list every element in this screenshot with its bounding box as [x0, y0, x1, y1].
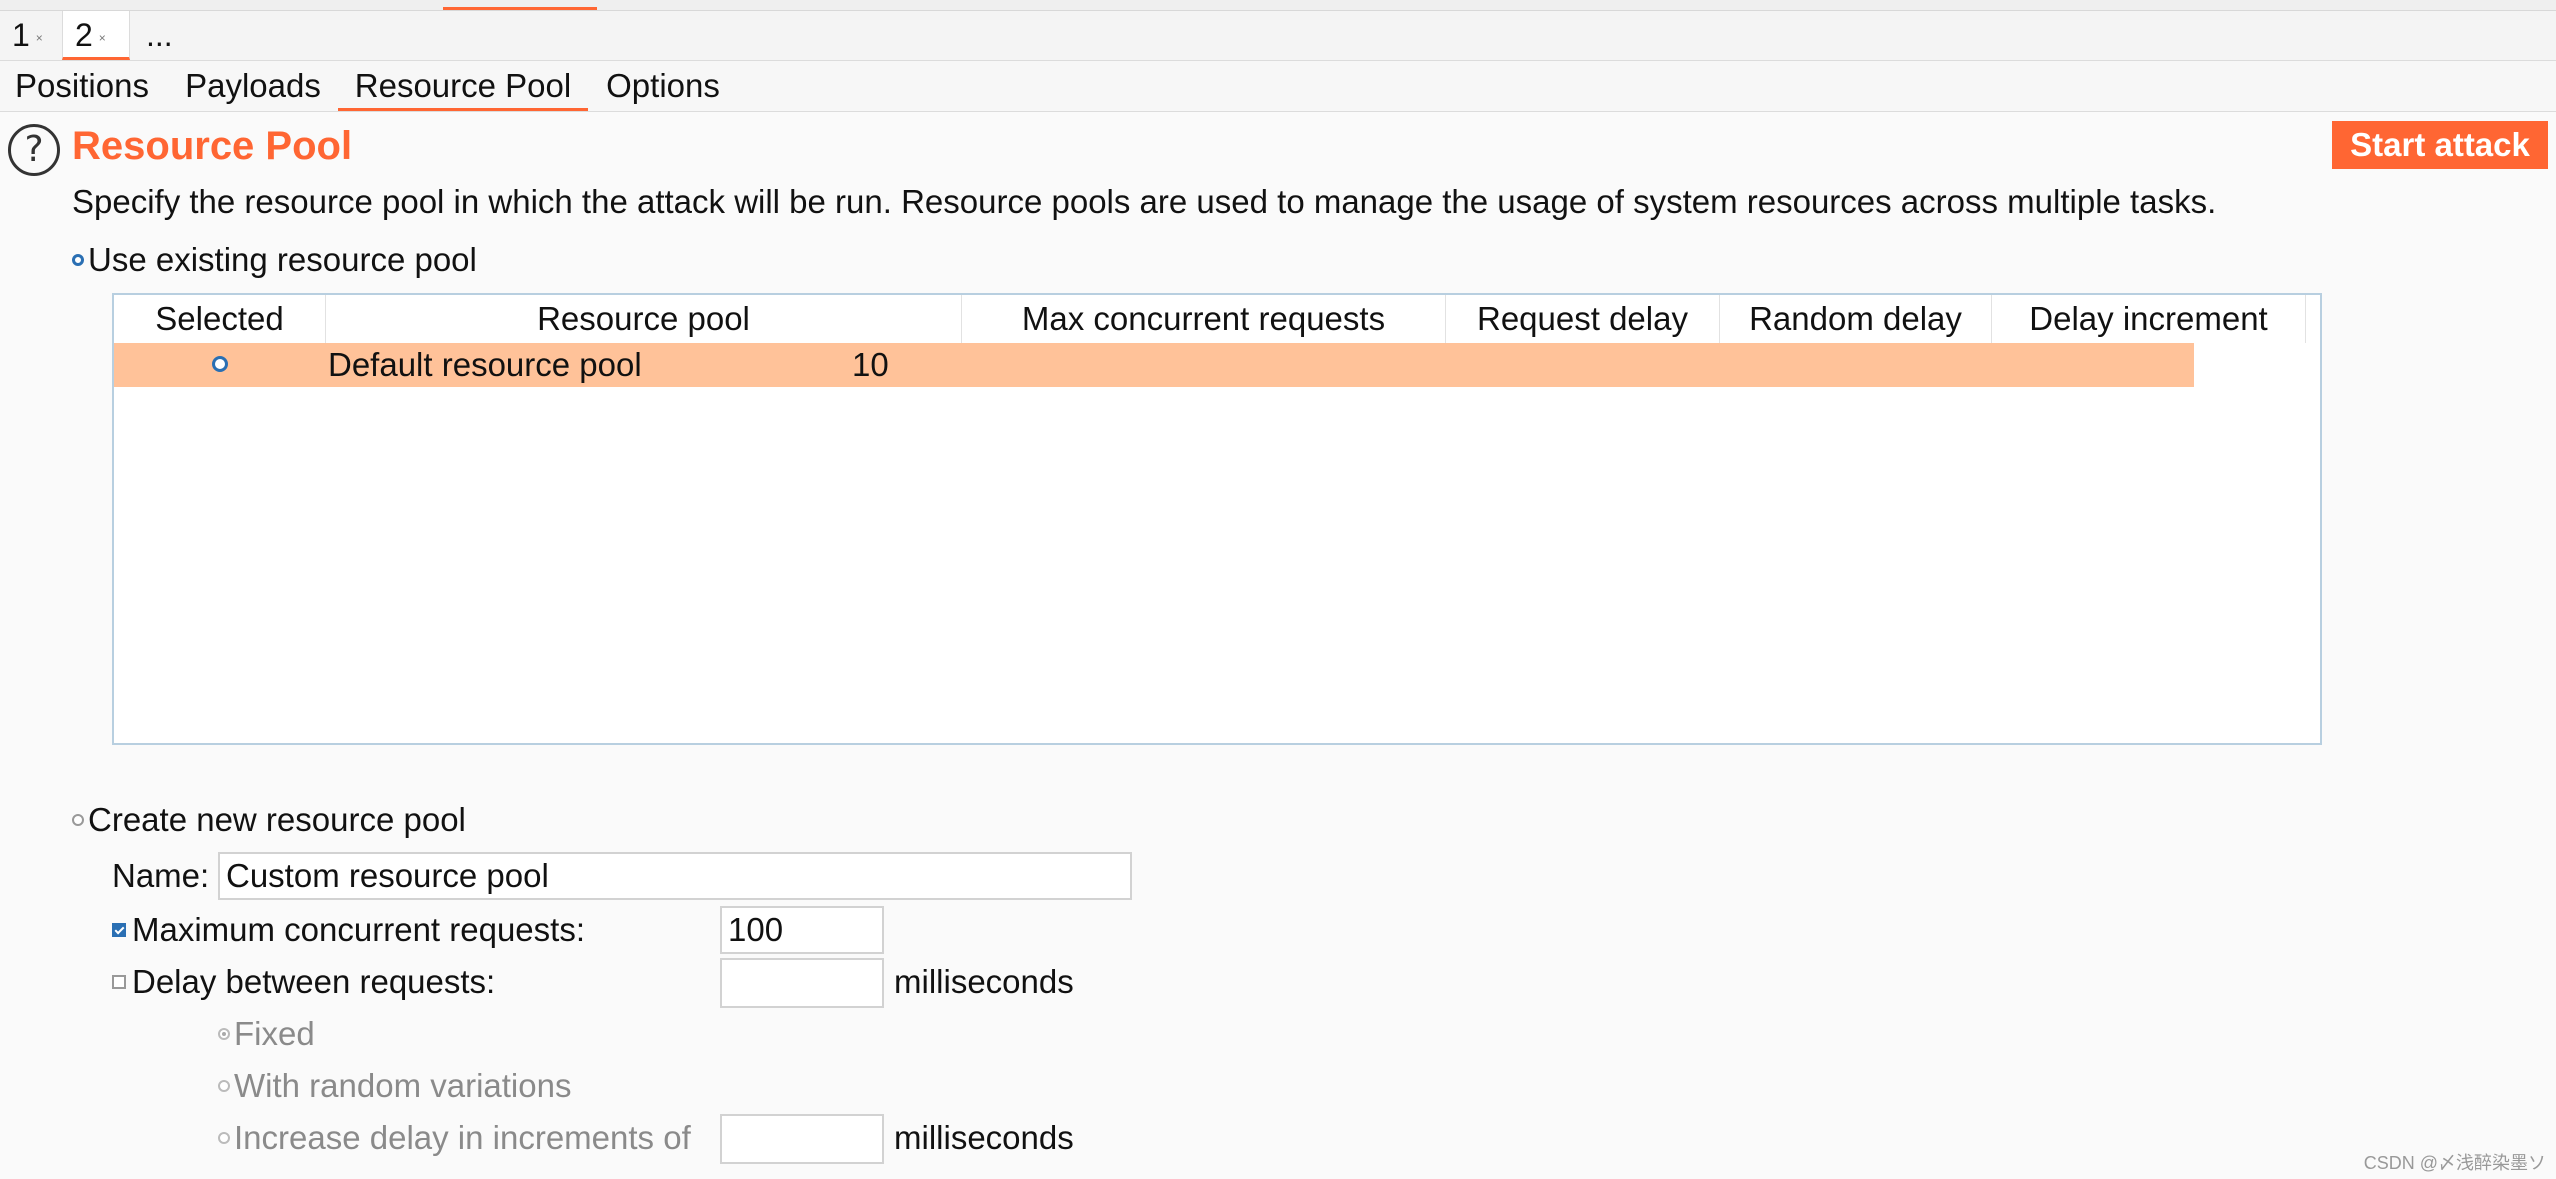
- random-variations-option[interactable]: With random variations: [218, 1064, 571, 1108]
- create-new-radio[interactable]: [72, 814, 84, 827]
- table-row[interactable]: Default resource pool 10: [114, 343, 2194, 387]
- resource-pool-table[interactable]: Selected Resource pool Max concurrent re…: [112, 293, 2322, 745]
- max-concurrent-input[interactable]: [720, 906, 884, 954]
- fixed-option[interactable]: Fixed: [218, 1012, 315, 1056]
- max-concurrent-checkbox[interactable]: [112, 923, 126, 938]
- increment-input[interactable]: [720, 1114, 884, 1164]
- col-header-random-delay[interactable]: Random delay: [1720, 295, 1992, 343]
- col-header-resource-pool[interactable]: Resource pool: [326, 295, 962, 343]
- increase-delay-radio[interactable]: [218, 1132, 230, 1145]
- section-title: Resource Pool: [72, 124, 353, 168]
- increment-ms-label: milliseconds: [894, 1119, 1074, 1156]
- pool-name-input[interactable]: [218, 852, 1132, 900]
- row-selected-radio[interactable]: [212, 356, 228, 372]
- attack-tab-2[interactable]: 2×: [62, 11, 130, 60]
- delay-input[interactable]: [720, 958, 884, 1008]
- delay-between-option[interactable]: Delay between requests:: [112, 960, 495, 1004]
- tab-resource-pool[interactable]: Resource Pool: [338, 61, 588, 111]
- max-concurrent-option[interactable]: Maximum concurrent requests:: [112, 908, 585, 952]
- col-header-request-delay[interactable]: Request delay: [1446, 295, 1720, 343]
- help-icon[interactable]: ?: [8, 124, 60, 176]
- row-max-concurrent: 10: [852, 346, 889, 383]
- create-new-pool-option[interactable]: Create new resource pool: [72, 798, 466, 842]
- name-label: Name:: [112, 857, 210, 894]
- start-attack-button[interactable]: Start attack: [2332, 121, 2548, 169]
- attack-tab-1[interactable]: 1×: [0, 11, 62, 60]
- watermark: CSDN @〆浅醉染墨ソ: [2363, 1153, 2546, 1173]
- section-description: Specify the resource pool in which the a…: [72, 183, 2217, 220]
- intruder-subtabs: Positions Payloads Resource Pool Options: [0, 61, 2556, 112]
- fixed-radio[interactable]: [218, 1028, 230, 1041]
- attack-tabs: 1× 2× ...: [0, 11, 2556, 61]
- random-variations-radio[interactable]: [218, 1080, 230, 1093]
- attack-tab-label: 2: [75, 17, 93, 53]
- attack-tab-label: 1: [12, 17, 30, 53]
- top-tab-active-indicator: [443, 0, 597, 10]
- use-existing-label: Use existing resource pool: [88, 241, 477, 278]
- col-header-max-concurrent[interactable]: Max concurrent requests: [962, 295, 1446, 343]
- fixed-label: Fixed: [234, 1015, 315, 1052]
- col-header-delay-increment[interactable]: Delay increment: [1992, 295, 2306, 343]
- tab-payloads[interactable]: Payloads: [185, 67, 321, 104]
- new-tab-button[interactable]: ...: [146, 17, 173, 53]
- close-icon[interactable]: ×: [35, 30, 43, 45]
- tab-options[interactable]: Options: [606, 67, 720, 104]
- increase-delay-label: Increase delay in increments of: [234, 1119, 691, 1156]
- random-variations-label: With random variations: [234, 1067, 572, 1104]
- create-new-label: Create new resource pool: [88, 801, 466, 838]
- delay-ms-label: milliseconds: [894, 963, 1074, 1000]
- close-icon[interactable]: ×: [98, 30, 106, 45]
- delay-between-checkbox[interactable]: [112, 975, 126, 990]
- tab-positions[interactable]: Positions: [15, 67, 149, 104]
- use-existing-radio[interactable]: [72, 254, 84, 267]
- table-header: Selected Resource pool Max concurrent re…: [114, 295, 2306, 343]
- use-existing-pool-option[interactable]: Use existing resource pool: [72, 238, 477, 282]
- col-header-selected[interactable]: Selected: [114, 295, 326, 343]
- row-pool-name: Default resource pool: [328, 346, 642, 383]
- delay-between-label: Delay between requests:: [132, 963, 496, 1000]
- top-tab-strip: [0, 0, 2556, 11]
- increase-delay-option[interactable]: Increase delay in increments of: [218, 1116, 691, 1160]
- max-concurrent-label: Maximum concurrent requests:: [132, 911, 585, 948]
